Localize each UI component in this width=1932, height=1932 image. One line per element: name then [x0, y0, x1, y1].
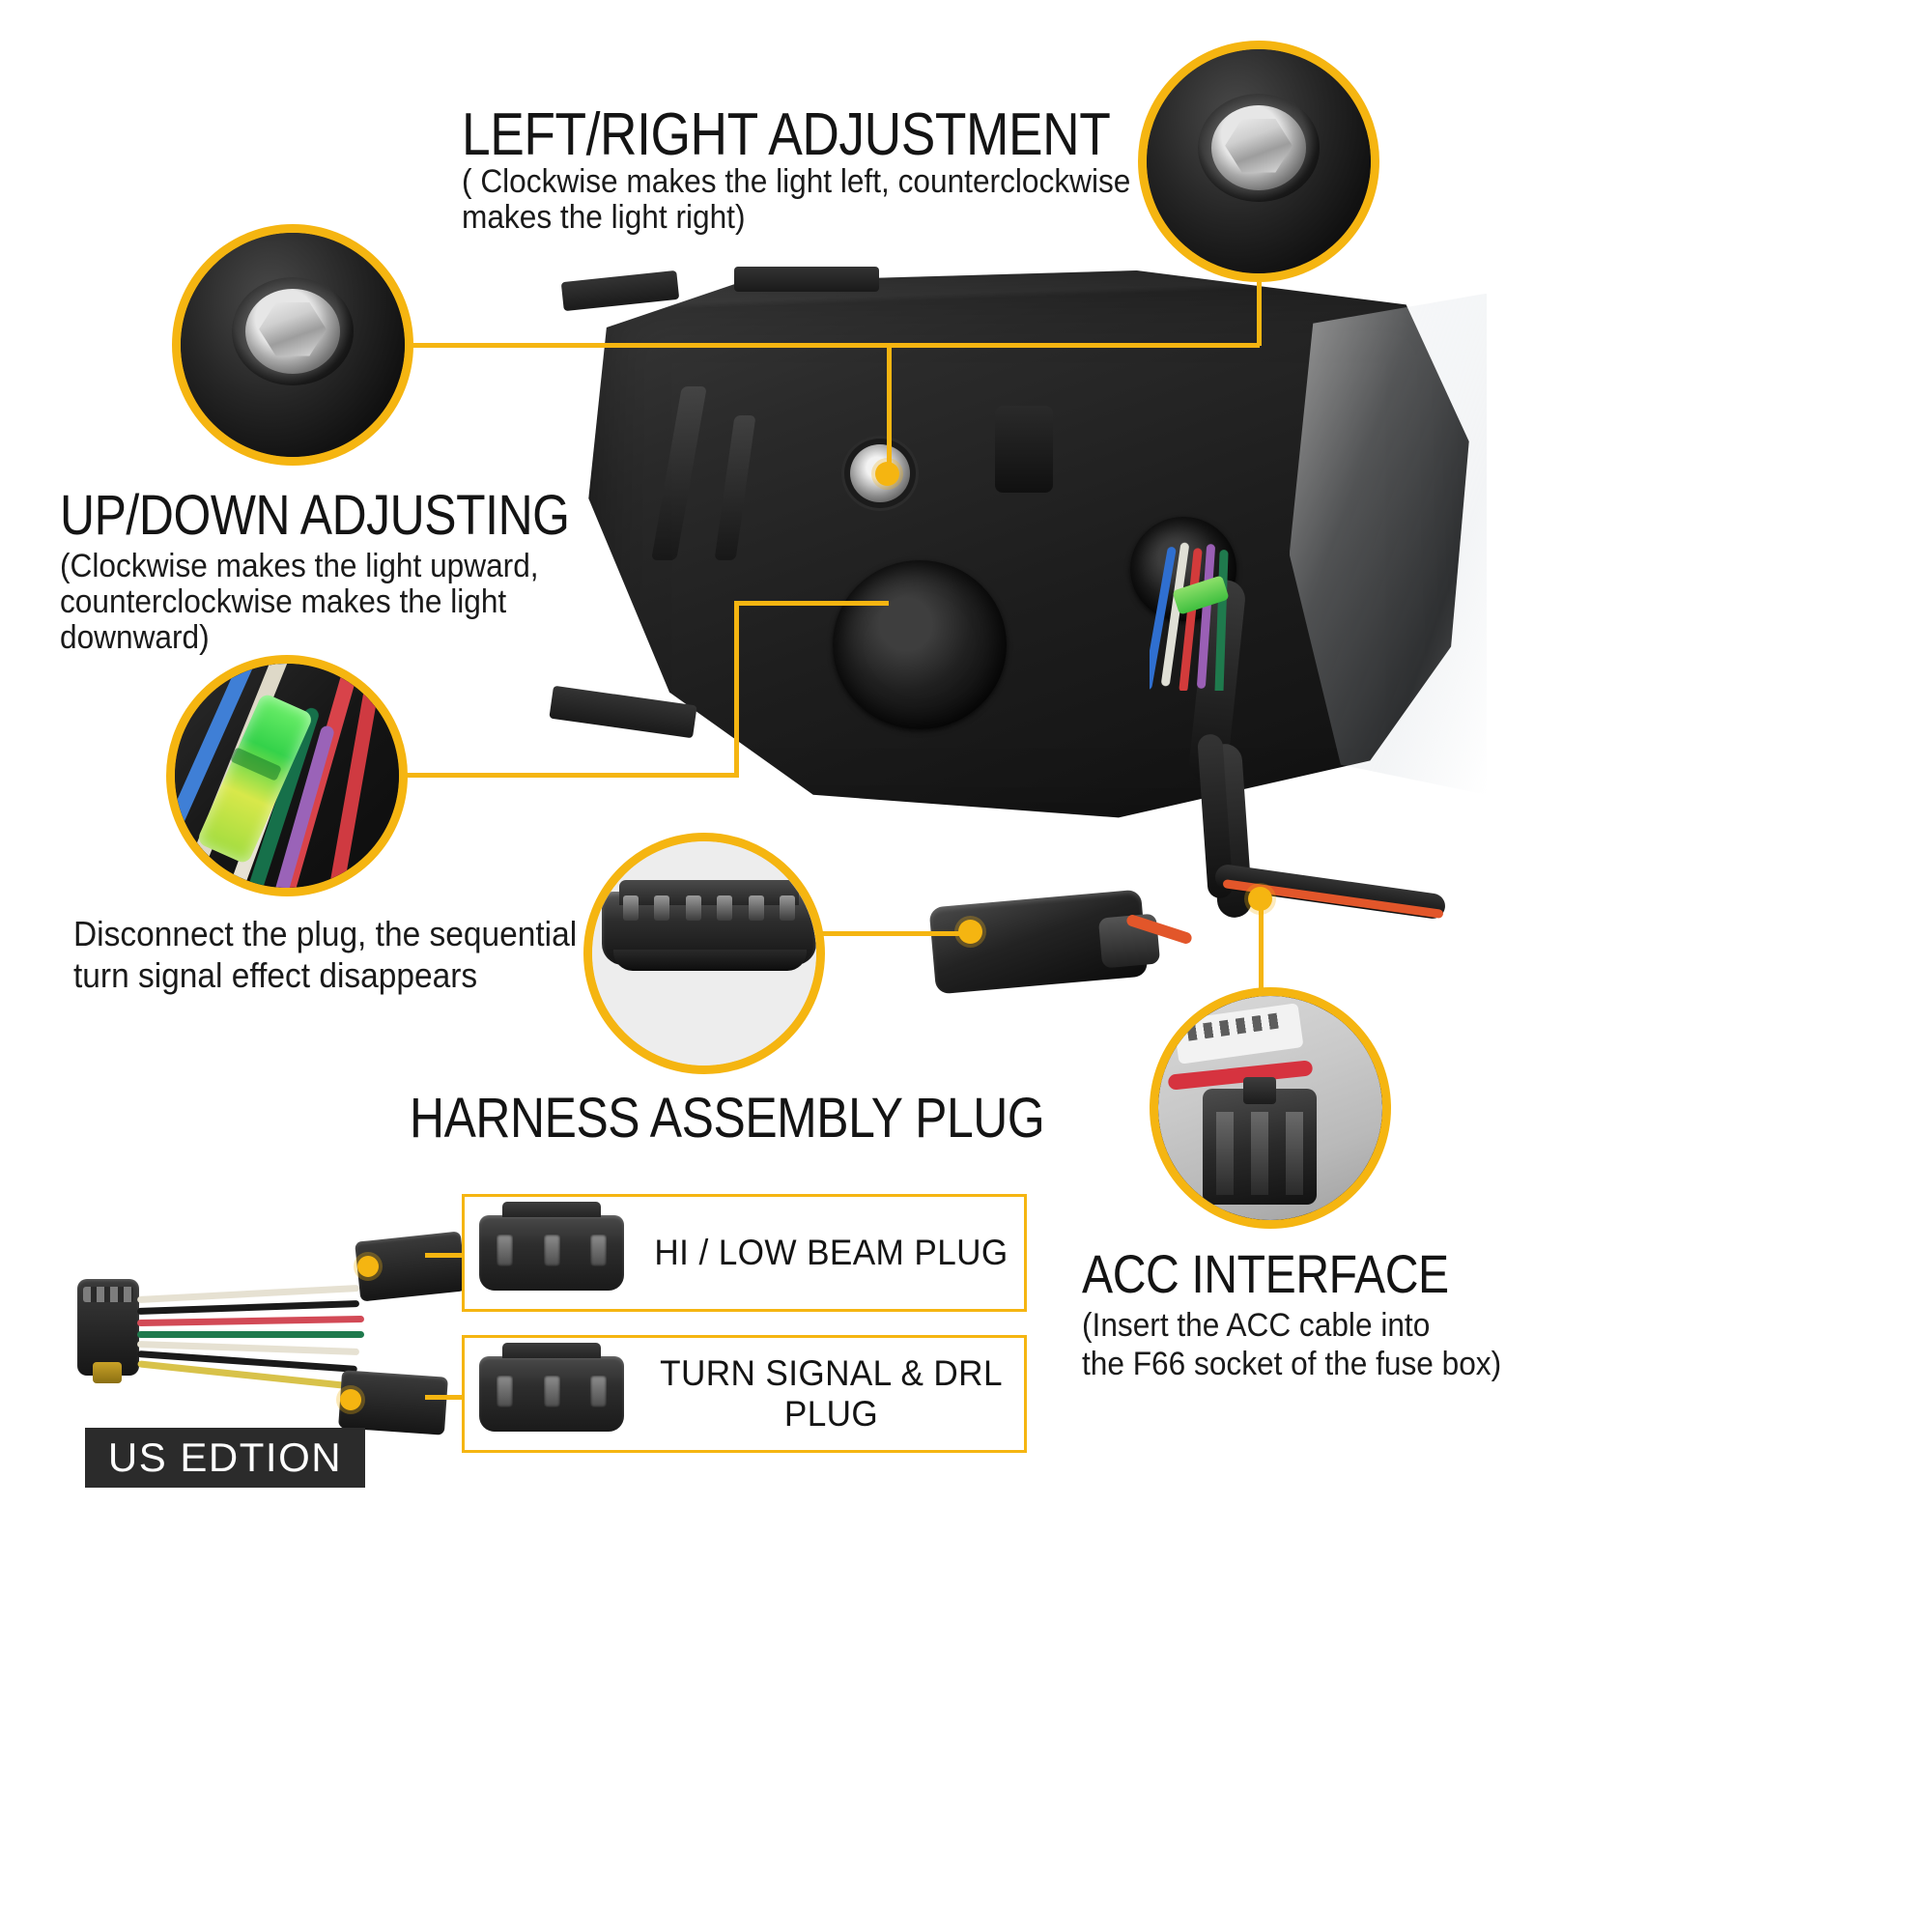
us-edition-badge: US EDTION: [85, 1428, 365, 1488]
mount-tab-top-left: [560, 270, 680, 312]
up-down-subtitle-line3: downward): [60, 619, 210, 656]
turn-signal-connector-icon: [465, 1338, 639, 1450]
mount-tab-top-mid: [734, 267, 879, 292]
acc-leader-dot: [1248, 887, 1272, 911]
wire-connector-leader: [401, 773, 739, 778]
up-down-title: UP/DOWN ADJUSTING: [60, 484, 570, 547]
acc-subtitle-line2: the F66 socket of the fuse box): [1082, 1346, 1502, 1382]
acc-subtitle-line1: (Insert the ACC cable into: [1082, 1307, 1431, 1344]
up-down-bolt-photo: [172, 224, 413, 466]
harness-plug-photo: [583, 833, 825, 1074]
harness-plug-leader: [819, 931, 974, 936]
acc-pigtail: [1193, 733, 1512, 985]
disconnect-note-line2: turn signal effect disappears: [73, 955, 478, 995]
left-right-leader-dot: [875, 462, 899, 486]
hi-low-beam-plug-box[interactable]: HI / LOW BEAM PLUG: [462, 1194, 1027, 1312]
harness-assembly-title: HARNESS ASSEMBLY PLUG: [410, 1087, 1045, 1150]
left-right-leader-horizontal: [887, 343, 1260, 348]
turn-signal-drl-plug-box[interactable]: TURN SIGNAL & DRL PLUG: [462, 1335, 1027, 1453]
wire-connector-leader-top: [734, 601, 889, 606]
wire-connector-leader-drop: [734, 604, 739, 776]
up-down-leader-horizontal: [406, 343, 889, 348]
turn-signal-leader: [425, 1395, 464, 1400]
acc-leader-vertical: [1259, 908, 1264, 991]
hi-low-beam-plug-label: HI / LOW BEAM PLUG: [654, 1233, 1009, 1272]
up-down-subtitle-line1: (Clockwise makes the light upward,: [60, 548, 539, 584]
left-right-leader-drop: [887, 343, 892, 473]
socket-wires: [1150, 536, 1285, 691]
harness-wire-drawing: [68, 1227, 473, 1449]
harness-plug-leader-dot: [958, 920, 982, 944]
up-down-subtitle-line2: counterclockwise makes the light: [60, 583, 507, 620]
left-right-subtitle-line1: ( Clockwise makes the light left, counte…: [462, 163, 1131, 200]
acc-interface-photo: [1150, 987, 1391, 1229]
bulb-socket-large: [833, 560, 1007, 729]
left-right-leader-vertical: [1257, 282, 1262, 346]
turn-signal-drl-plug-label: TURN SIGNAL & DRL PLUG: [660, 1353, 1003, 1434]
wire-connector-photo: [166, 655, 408, 896]
hi-low-beam-leader: [425, 1253, 464, 1258]
hi-low-beam-connector-icon: [465, 1197, 639, 1309]
disconnect-note-line1: Disconnect the plug, the sequential: [73, 914, 578, 953]
left-right-bolt-photo: [1138, 41, 1379, 282]
housing-vent: [995, 406, 1053, 493]
left-right-subtitle-line2: makes the light right): [462, 199, 746, 236]
acc-interface-title: ACC INTERFACE: [1082, 1243, 1449, 1304]
left-right-title: LEFT/RIGHT ADJUSTMENT: [462, 101, 1111, 168]
